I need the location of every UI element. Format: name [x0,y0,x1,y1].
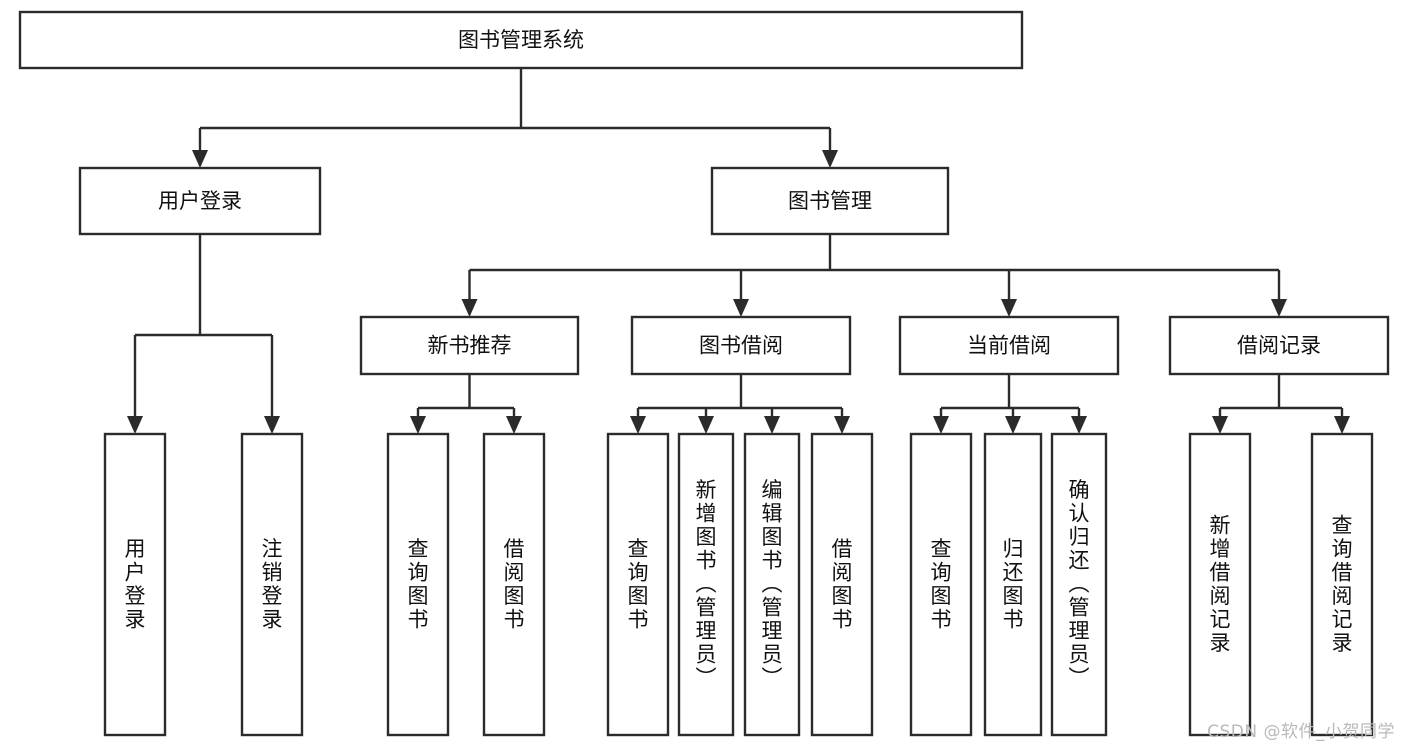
node-label-leaf-add-book-admin: 新增图书︵管理员︶ [696,478,717,690]
arrow-head-icon-new-book-recommend [461,299,478,317]
node-user-login[interactable]: 用户登录 [78,166,322,236]
arrow-head-icon-leaf-query-book-recommend [410,416,426,434]
node-leaf-edit-book-admin[interactable]: 编辑图书︵管理员︶ [743,432,801,737]
node-leaf-return-book[interactable]: 归还图书 [983,432,1043,737]
arrow-head-icon-leaf-borrow-book [834,416,850,434]
node-leaf-user-login[interactable]: 用户登录 [103,432,167,737]
node-box-leaf-return-book [983,432,1043,737]
node-label-leaf-user-login: 用户登录 [125,537,146,632]
node-label-leaf-return-book: 归还图书 [1003,537,1024,632]
node-box-leaf-query-book-borrow [606,432,670,737]
arrow-head-icon-leaf-query-borrow-record [1334,416,1350,434]
node-leaf-query-book-borrow[interactable]: 查询图书 [606,432,670,737]
arrow-head-icon-leaf-add-borrow-record [1212,416,1228,434]
node-label-leaf-edit-book-admin: 编辑图书︵管理员︶ [762,478,783,690]
arrow-head-icon-current-borrow [1001,299,1017,317]
node-box-root [18,10,1024,70]
node-leaf-logout-login[interactable]: 注销登录 [240,432,304,737]
arrow-head-icon-book-manage [822,150,838,168]
node-box-leaf-user-login [103,432,167,737]
node-label-leaf-borrow-book-recommend: 借阅图书 [504,537,525,632]
node-leaf-borrow-book-recommend[interactable]: 借阅图书 [482,432,546,737]
node-current-borrow[interactable]: 当前借阅 [898,315,1120,376]
node-box-book-manage [710,166,950,236]
node-label-current-borrow: 当前借阅 [967,334,1051,358]
node-box-leaf-add-book-admin [677,432,735,737]
arrow-head-icon-leaf-confirm-return-admin [1071,416,1087,434]
node-box-leaf-query-book-recommend [386,432,450,737]
node-box-borrow-record [1168,315,1390,376]
arrow-head-icon-leaf-logout-login [264,416,280,434]
arrow-head-icon-leaf-borrow-book-recommend [506,416,522,434]
node-box-leaf-edit-book-admin [743,432,801,737]
node-label-leaf-logout-login: 注销登录 [262,537,283,632]
arrow-head-icon-leaf-user-login [127,416,143,434]
node-label-book-borrow: 图书借阅 [699,334,783,358]
node-leaf-borrow-book[interactable]: 借阅图书 [810,432,874,737]
node-box-leaf-borrow-book-recommend [482,432,546,737]
node-box-leaf-query-borrow-record [1310,432,1374,737]
node-label-leaf-query-borrow-record: 查询借阅记录 [1332,513,1353,655]
node-box-new-book-recommend [359,315,580,376]
arrow-head-icon-leaf-add-book-admin [698,416,714,434]
node-borrow-record[interactable]: 借阅记录 [1168,315,1390,376]
node-leaf-add-borrow-record[interactable]: 新增借阅记录 [1188,432,1252,737]
node-box-book-borrow [630,315,852,376]
node-root[interactable]: 图书管理系统 [18,10,1024,70]
node-leaf-add-book-admin[interactable]: 新增图书︵管理员︶ [677,432,735,737]
arrow-head-icon-borrow-record [1271,299,1287,317]
node-label-leaf-query-book-borrow: 查询图书 [628,537,649,632]
arrow-head-icon-leaf-query-book-borrow [630,416,646,434]
node-leaf-query-book-current[interactable]: 查询图书 [909,432,973,737]
node-box-leaf-query-book-current [909,432,973,737]
node-label-leaf-query-book-recommend: 查询图书 [408,537,429,632]
connector-layer [127,68,1350,434]
arrow-head-icon-user-login [192,150,208,168]
node-label-borrow-record: 借阅记录 [1237,334,1321,358]
node-layer: 图书管理系统用户登录图书管理新书推荐图书借阅当前借阅借阅记录用户登录注销登录查询… [18,10,1390,737]
node-box-leaf-borrow-book [810,432,874,737]
arrow-head-icon-leaf-return-book [1005,416,1021,434]
node-box-current-borrow [898,315,1120,376]
node-book-borrow[interactable]: 图书借阅 [630,315,852,376]
node-box-user-login [78,166,322,236]
arrow-head-icon-book-borrow [733,299,749,317]
node-label-new-book-recommend: 新书推荐 [428,334,512,358]
node-label-book-manage: 图书管理 [788,189,872,213]
node-box-leaf-confirm-return-admin [1050,432,1108,737]
node-leaf-confirm-return-admin[interactable]: 确认归还︵管理员︶ [1050,432,1108,737]
node-leaf-query-book-recommend[interactable]: 查询图书 [386,432,450,737]
node-box-leaf-add-borrow-record [1188,432,1252,737]
node-label-leaf-query-book-current: 查询图书 [931,537,952,632]
node-label-leaf-add-borrow-record: 新增借阅记录 [1210,513,1231,655]
node-label-leaf-confirm-return-admin: 确认归还︵管理员︶ [1069,478,1090,690]
node-new-book-recommend[interactable]: 新书推荐 [359,315,580,376]
arrow-head-icon-leaf-edit-book-admin [764,416,780,434]
node-label-user-login: 用户登录 [158,189,242,213]
node-label-leaf-borrow-book: 借阅图书 [832,537,853,632]
node-leaf-query-borrow-record[interactable]: 查询借阅记录 [1310,432,1374,737]
node-book-manage[interactable]: 图书管理 [710,166,950,236]
node-box-leaf-logout-login [240,432,304,737]
arrow-head-icon-leaf-query-book-current [933,416,949,434]
node-label-root: 图书管理系统 [458,28,584,52]
